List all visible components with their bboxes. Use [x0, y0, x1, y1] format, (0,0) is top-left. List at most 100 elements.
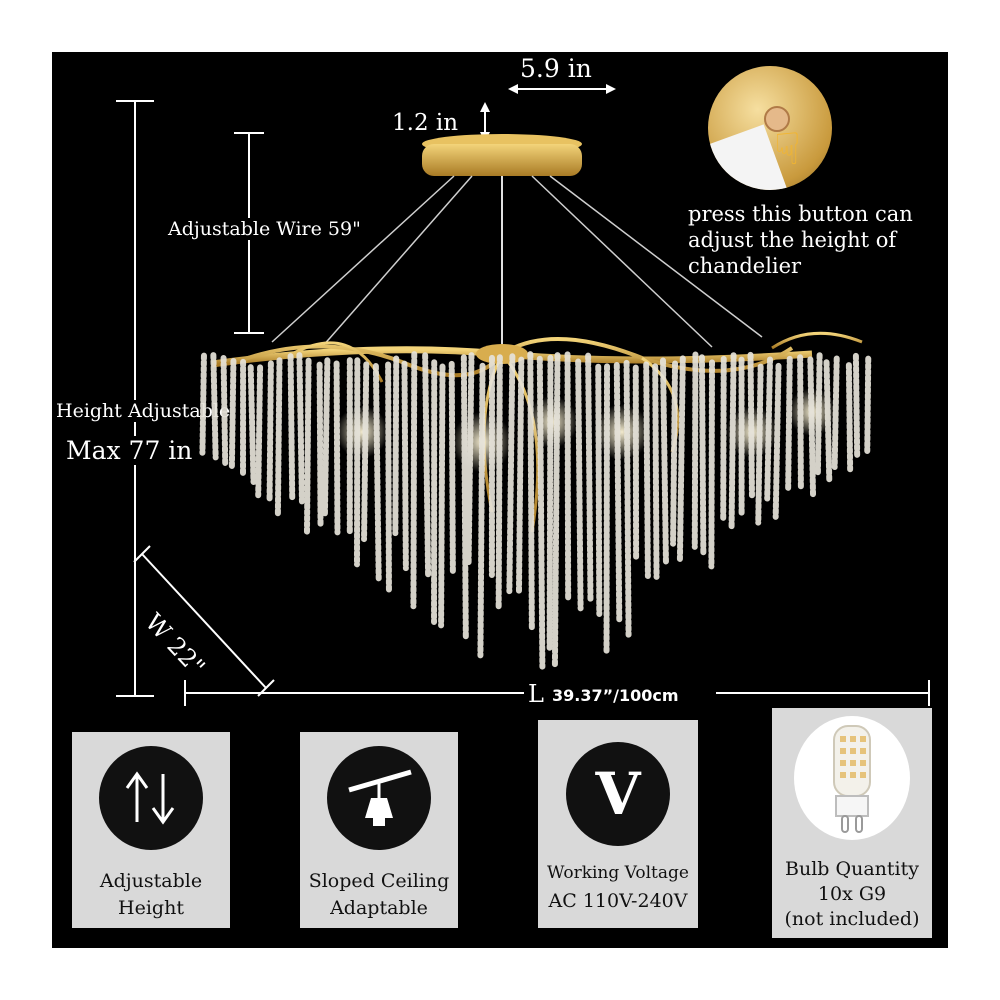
crystal-strand: [852, 352, 861, 459]
crystal-strand: [527, 351, 535, 632]
chandelier-image: [199, 134, 872, 670]
length-dimension-line-right: [716, 692, 930, 694]
height-dimension-bottom-cap: [116, 695, 154, 697]
crystal-strand: [595, 363, 603, 617]
height-adjust-button: [764, 106, 790, 132]
callout-zoom-image: ☟: [708, 66, 832, 190]
crystal-strand: [210, 352, 219, 461]
crystal-strand: [296, 352, 305, 505]
height-adjustable-label: Height Adjustable: [56, 400, 235, 422]
canopy-width-arrow: [508, 84, 616, 94]
crystal-strand: [438, 363, 446, 629]
feature-card-working-voltage: V Working Voltage AC 110V-240V: [538, 720, 698, 928]
crystal-strand: [303, 357, 312, 536]
bulb-line-3: (not included): [784, 908, 920, 930]
voltage-v-glyph: V: [595, 760, 641, 828]
feature-3-line-2: AC 110V-240V: [548, 890, 688, 912]
crystal-strand: [603, 363, 611, 654]
crystal-strand: [228, 357, 237, 472]
crystal-strand: [575, 358, 584, 612]
crystal-strand: [845, 362, 854, 473]
feature-2-line-1: Sloped Ceiling: [308, 870, 450, 892]
crystal-strand: [728, 352, 737, 531]
product-infographic: Height Adjustable Max 77 in Adjustable W…: [52, 52, 948, 948]
crystal-strand: [266, 360, 274, 504]
crystal-strand: [823, 359, 833, 485]
length-dimension-left-cap: [184, 680, 186, 706]
crystal-strand: [564, 351, 572, 603]
voltage-v-icon: V: [566, 742, 670, 846]
bulb-line-2: 10x G9: [817, 883, 887, 905]
callout-line-1: press this button can: [688, 202, 913, 226]
crystal-strand: [623, 359, 632, 638]
crystal-strand: [316, 361, 324, 527]
crystal-strand: [613, 362, 623, 623]
crystal-strand: [785, 355, 793, 493]
crystal-strand: [465, 352, 475, 566]
callout-line-2: adjust the height of: [688, 228, 897, 252]
crystal-strand: [385, 361, 392, 595]
feature-card-bulb-quantity: Bulb Quantity 10x G9 (not included): [772, 708, 932, 938]
crystal-strand: [643, 361, 651, 580]
crystal-strand: [708, 359, 716, 570]
crystal-strand: [333, 360, 341, 536]
crystal-strand: [807, 356, 817, 498]
crystal-strand: [670, 360, 679, 547]
crystal-strand: [698, 354, 707, 558]
crystal-strand: [515, 356, 525, 596]
crystal-strand: [321, 357, 331, 519]
adjustable-wire-label: Adjustable Wire 59": [164, 218, 365, 240]
crystal-strand: [255, 364, 264, 499]
max-height-label: Max 77 in: [66, 436, 197, 465]
feature-1-line-1: Adjustable: [99, 870, 203, 892]
crystal-strand: [460, 354, 469, 641]
crystal-strand: [551, 352, 561, 670]
height-dimension-top-cap: [116, 100, 154, 102]
crystal-strand: [755, 363, 764, 526]
crystal-strand: [585, 352, 594, 605]
crystal-strand: [410, 351, 418, 610]
g9-bulb-icon: [794, 716, 910, 840]
length-prefix: L: [528, 680, 544, 708]
crystal-strand: [287, 353, 296, 501]
length-value: 39.37”/100cm: [552, 686, 679, 705]
feature-card-sloped-ceiling: Sloped Ceiling Adaptable: [300, 732, 458, 928]
crystal-strand: [797, 354, 804, 492]
crystal-strand: [401, 360, 409, 572]
crystal-strand: [864, 355, 872, 454]
crystal-strand: [652, 363, 660, 580]
pointing-hand-icon: ☟: [774, 124, 801, 175]
crystal-strand: [764, 356, 774, 502]
bulb-line-1: Bulb Quantity: [785, 858, 919, 880]
crystal-strand: [448, 360, 456, 576]
crystal-strand: [691, 351, 699, 550]
crystal-strand: [747, 351, 755, 499]
crystal-strand: [361, 361, 370, 543]
sloped-ceiling-icon: [327, 746, 431, 850]
up-down-arrows-icon: [99, 746, 203, 850]
crystal-strand: [660, 357, 669, 565]
crystal-strand: [536, 355, 546, 670]
feature-2-line-2: Adaptable: [330, 897, 428, 919]
crystal-strand: [546, 354, 554, 651]
feature-3-line-1: Working Voltage: [547, 863, 689, 883]
height-dimension-line: [134, 100, 136, 696]
callout-line-3: chandelier: [688, 254, 802, 278]
crystal-strand: [506, 353, 516, 595]
length-dimension-right-cap: [928, 680, 930, 706]
crystal-strand: [676, 355, 686, 562]
crystal-strand: [199, 352, 207, 456]
crystal-strand: [814, 352, 823, 477]
canopy-height-label: 1.2 in: [392, 110, 459, 136]
crystal-strand: [477, 362, 486, 659]
crystal-strand: [247, 364, 257, 485]
feature-card-adjustable-height: Adjustable Height: [72, 732, 230, 928]
wire-dimension-bottom-cap: [234, 332, 264, 334]
crystal-strand: [495, 354, 503, 613]
crystal-strand: [372, 363, 382, 582]
crystal-strand: [274, 357, 283, 518]
length-dimension-line-left: [184, 692, 524, 694]
crystal-strand: [831, 355, 840, 471]
feature-1-line-2: Height: [118, 897, 184, 919]
crystal-strand: [392, 355, 400, 537]
